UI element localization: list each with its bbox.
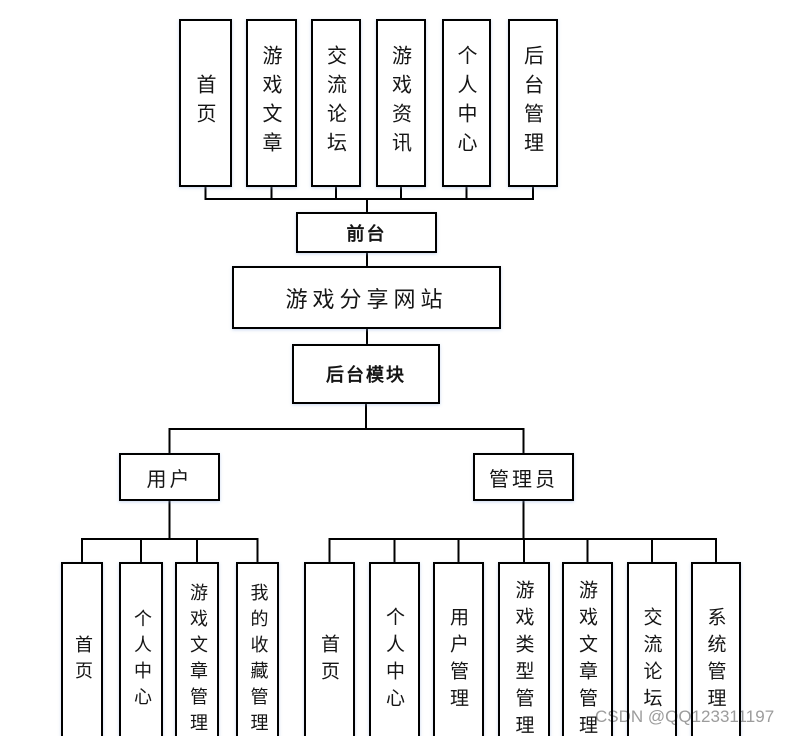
node-backend-module: 后台模块: [292, 344, 440, 404]
node-label: 后台管理: [520, 45, 545, 161]
node-admin-personal-center: 个人中心: [369, 562, 420, 736]
node-label: 首页: [193, 74, 217, 132]
node-user-personal-center: 个人中心: [119, 562, 163, 736]
node-frontend: 前台: [296, 212, 437, 253]
node-label: 后台模块: [326, 365, 406, 386]
node-label: 用户: [146, 466, 193, 491]
node-label: 游戏文章管理: [576, 580, 598, 736]
node-label: 游戏文章: [259, 45, 283, 161]
node-admin-system-mgmt: 系统管理: [691, 562, 741, 736]
node-front-admin-entry: 后台管理: [508, 19, 558, 187]
node-admin-game-type-mgmt: 游戏类型管理: [498, 562, 550, 736]
node-admin-home: 首页: [304, 562, 355, 736]
node-label: 管理员: [489, 466, 558, 491]
node-label: 游戏分享网站: [285, 287, 448, 313]
node-label: 我的收藏管理: [247, 583, 269, 736]
node-admin-game-article-mgmt: 游戏文章管理: [562, 562, 613, 736]
node-label: 游戏资讯: [388, 45, 413, 161]
node-front-forum: 交流论坛: [311, 19, 361, 187]
node-label: 首页: [72, 635, 93, 687]
node-label: 个人中心: [131, 609, 152, 713]
watermark: CSDN @QQ123311197: [595, 707, 775, 726]
node-user-favorites-mgmt: 我的收藏管理: [236, 562, 279, 736]
node-front-game-article: 游戏文章: [246, 19, 297, 187]
node-admin-forum: 交流论坛: [627, 562, 677, 736]
node-user: 用户: [119, 453, 220, 501]
node-front-personal-center: 个人中心: [442, 19, 491, 187]
node-user-game-article-mgmt: 游戏文章管理: [175, 562, 219, 736]
node-label: 个人中心: [383, 607, 405, 715]
node-admin: 管理员: [473, 453, 574, 501]
node-label: 首页: [318, 634, 340, 688]
node-admin-user-mgmt: 用户管理: [433, 562, 484, 736]
node-front-game-news: 游戏资讯: [376, 19, 426, 187]
node-label: 系统管理: [704, 607, 727, 715]
node-label: 游戏类型管理: [512, 580, 535, 736]
node-label: 前台: [346, 223, 387, 245]
node-user-home: 首页: [61, 562, 103, 736]
node-front-home: 首页: [179, 19, 232, 187]
node-site-root: 游戏分享网站: [232, 266, 501, 329]
node-label: 用户管理: [447, 607, 469, 715]
node-label: 游戏文章管理: [187, 583, 208, 736]
node-label: 个人中心: [454, 45, 478, 161]
node-label: 交流论坛: [323, 45, 348, 161]
node-label: 交流论坛: [640, 607, 663, 715]
